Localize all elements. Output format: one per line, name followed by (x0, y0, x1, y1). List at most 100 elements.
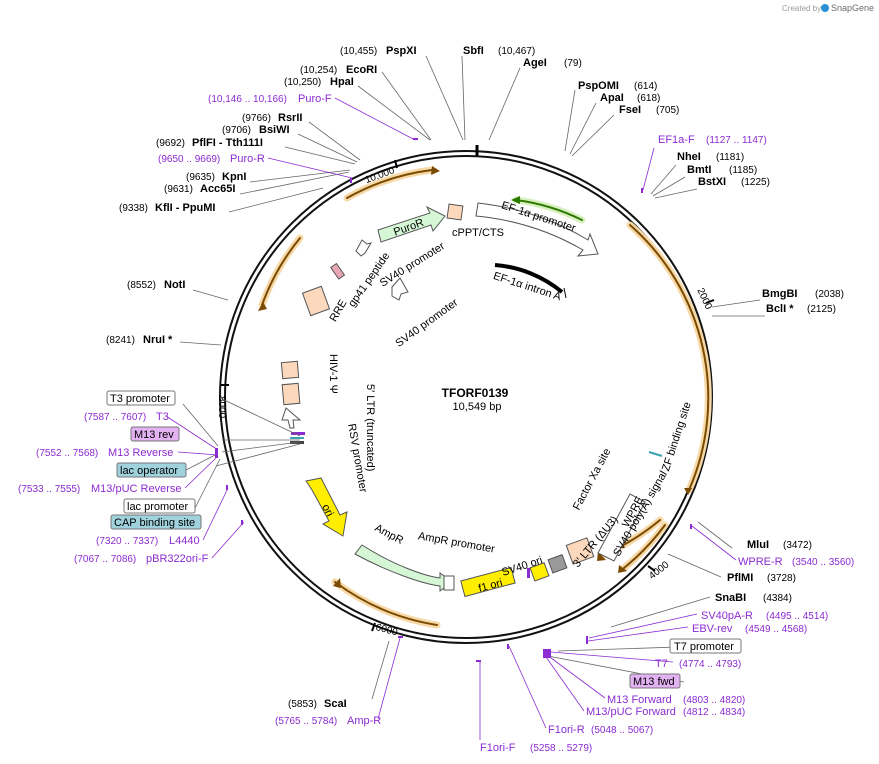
feature-ampr-promoter: AmpR promoter (417, 530, 496, 555)
primer-pbr322ori-f: pBR322ori-F (146, 553, 209, 565)
primer-m13-puc-forward-pos: (4812 .. 4834) (683, 707, 745, 718)
tick-2000 (705, 299, 715, 304)
primer-m13-puc-reverse: M13/pUC Reverse (91, 483, 181, 495)
enzyme-scai-pos: (5853) (288, 699, 317, 710)
box-m13-fwd: M13 fwd (633, 676, 675, 688)
primer-m13-forward: M13 Forward (607, 694, 672, 706)
feature-ori: ori (319, 502, 335, 518)
feature-factor-xa: Factor Xa site (571, 447, 613, 513)
enzyme-kpni-pos: (9635) (186, 172, 215, 183)
enzyme-fsei-pos: (705) (656, 105, 679, 116)
primer-sv40pa-r: SV40pA-R (701, 610, 753, 622)
enzyme-bsiwi-pos: (9706) (222, 125, 251, 136)
enzyme-mlui-pos: (3472) (783, 540, 812, 551)
enzyme-bmgbi: BmgBI (762, 288, 797, 300)
enzyme-bmgbi-pos: (2038) (815, 289, 844, 300)
enzyme-sbfi-pos: (10,467) (498, 46, 535, 57)
primer-m13-reverse-pos: (7552 .. 7568) (36, 448, 98, 459)
enzyme-fsei: FseI (619, 104, 641, 116)
enzyme-bcli-pos: (2125) (807, 304, 836, 315)
tick-label-8000: 8000 (216, 396, 227, 419)
primer-ef1a-f-pos: (1127 .. 1147) (706, 135, 767, 146)
primer-m13-puc-reverse-pos: (7533 .. 7555) (18, 484, 80, 495)
enzyme-bmti-pos: (1185) (729, 165, 757, 176)
enzyme-rsrii-pos: (9766) (242, 113, 271, 124)
primer-amp-r-pos: (5765 .. 5784) (275, 716, 337, 727)
primer-markers (215, 138, 692, 662)
primer-wpre-r-pos: (3540 .. 3560) (792, 557, 854, 568)
feature-shapes (280, 202, 663, 598)
enzyme-pflfi: PflFI - Tth111I (192, 137, 263, 149)
feature-ltr5: 5′ LTR (truncated) (364, 384, 376, 471)
enzyme-bcli: BclI * (766, 303, 794, 315)
enzyme-acc65i-pos: (9631) (164, 184, 193, 195)
enzyme-kpni: KpnI (222, 171, 246, 183)
feature-cppt: cPPT/CTS (452, 227, 504, 239)
enzyme-ecori: EcoRI (346, 64, 377, 76)
primer-f1ori-f: F1ori-F (480, 742, 516, 754)
primer-puro-r-pos: (9650 .. 9669) (158, 154, 220, 165)
enzyme-bstxi: BstXI (698, 176, 726, 188)
box-m13-rev: M13 rev (134, 429, 174, 441)
enzyme-snabi-pos: (4384) (763, 593, 792, 604)
primer-m13-reverse: M13 Reverse (108, 447, 173, 459)
feature-ampr: AmpR (373, 522, 406, 547)
feature-sv40-promoter-top: SV40 promoter (378, 240, 447, 290)
primer-t3: T3 (156, 411, 169, 423)
enzyme-agei: AgeI (523, 57, 547, 69)
primer-f1ori-f-pos: (5258 .. 5279) (530, 743, 592, 754)
primer-f1ori-r-pos: (5048 .. 5067) (591, 725, 653, 736)
box-cap-site: CAP binding site (114, 517, 195, 529)
box-lac-promoter: lac promoter (127, 501, 188, 513)
credit-brand: SnapGene (831, 3, 874, 13)
enzyme-labels: (10,455) PspXI SbfI (10,467) AgeI (79) (… (106, 45, 844, 710)
primer-puro-r: Puro-R (230, 153, 265, 165)
enzyme-noti: NotI (164, 279, 185, 291)
primer-t7: T7 (655, 658, 668, 670)
enzyme-nhei: NheI (677, 151, 701, 163)
enzyme-acc65i: Acc65I (200, 183, 235, 195)
enzyme-sbfi: SbfI (463, 45, 484, 57)
enzyme-apai-pos: (618) (637, 93, 660, 104)
box-t3-promoter: T3 promoter (110, 393, 170, 405)
primer-sv40pa-r-pos: (4495 .. 4514) (766, 611, 828, 622)
enzyme-kfli: KflI - PpuMI (155, 202, 216, 214)
primer-puro-f: Puro-F (298, 93, 332, 105)
credit-label: Created by (782, 4, 821, 13)
enzyme-mlui: MluI (747, 539, 769, 551)
feature-hiv-psi: HIV-1 Ψ (327, 354, 339, 394)
primer-m13-puc-forward: M13/pUC Forward (586, 706, 676, 718)
feature-sv40-promoter-mid: SV40 promoter (393, 296, 460, 349)
enzyme-bstxi-pos: (1225) (741, 177, 770, 188)
enzyme-ecori-pos: (10,254) (300, 65, 337, 76)
primer-wpre-r: WPRE-R (738, 556, 783, 568)
plasmid-name: TFORF0139 (442, 386, 509, 400)
tick-label-2000: 2000 (694, 286, 714, 311)
enzyme-pflmi-pos: (3728) (767, 573, 796, 584)
plasmid-length: 10,549 bp (453, 401, 502, 413)
tick-4000 (647, 565, 656, 572)
leader-lines (179, 55, 765, 700)
enzyme-noti-pos: (8552) (127, 280, 156, 291)
enzyme-nrui-pos: (8241) (106, 335, 135, 346)
tick-6000 (371, 622, 376, 632)
orf-arcs (258, 166, 712, 629)
backbone-outer (219, 150, 713, 644)
enzyme-apai: ApaI (600, 92, 624, 104)
enzyme-snabi: SnaBI (715, 592, 746, 604)
primer-t7-pos: (4774 .. 4793) (679, 659, 741, 670)
primer-l4440: L4440 (169, 535, 200, 547)
tick-10000 (394, 159, 398, 169)
primer-pbr322ori-f-pos: (7067 .. 7086) (74, 554, 136, 565)
primer-m13-forward-pos: (4803 .. 4820) (683, 695, 745, 706)
primer-labels: (10,146 .. 10,166) Puro-F (9650 .. 9669)… (18, 93, 854, 754)
primer-amp-r: Amp-R (347, 715, 381, 727)
tick-label-4000: 4000 (647, 559, 672, 582)
orf-arrowheads (258, 166, 692, 588)
boxed-labels: T3 promoter M13 rev lac operator lac pro… (106, 390, 742, 689)
enzyme-kfli-pos: (9338) (119, 203, 148, 214)
enzyme-pflfi-pos: (9692) (156, 138, 185, 149)
enzyme-pflmi: PflMI (727, 572, 753, 584)
primer-f1ori-r: F1ori-R (548, 724, 585, 736)
